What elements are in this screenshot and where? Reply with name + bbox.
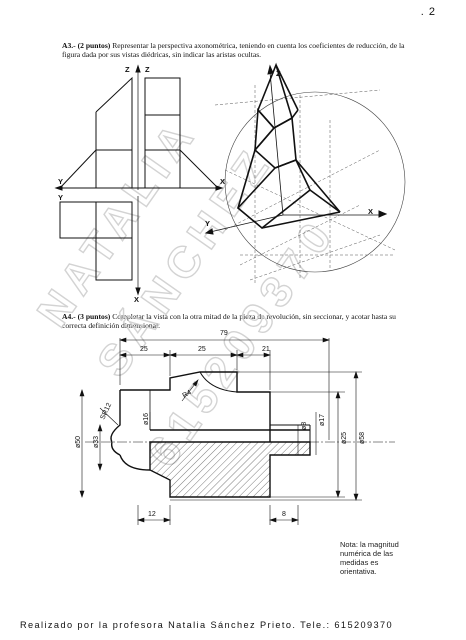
- dim-radius-r4: R4: [182, 389, 193, 400]
- exercise-a3-text: Representar la perspectiva axonométrica,…: [62, 41, 405, 59]
- dim-overall-79: 79: [220, 330, 228, 337]
- dim-sphere-sr12: SR12: [99, 402, 113, 421]
- exercise-a3-statement: A3.- (2 puntos) Representar la perspecti…: [62, 41, 407, 59]
- exercise-a3-heading: A3.- (2 puntos): [62, 41, 111, 50]
- dim-diameter-17: ø17: [319, 414, 326, 426]
- dim-bottom-12: 12: [148, 511, 156, 518]
- exercise-a4-heading: A4.- (3 puntos): [62, 312, 111, 321]
- dim-diameter-25: ø25: [341, 432, 348, 444]
- dim-diameter-58: ø58: [359, 432, 366, 444]
- axis-label-y-axo: Y: [205, 219, 210, 228]
- a4-part-drawing: [79, 337, 395, 525]
- page-footer: Realizado por la profesora Natalia Sánch…: [20, 620, 394, 630]
- a3-axonometric-view: [204, 62, 406, 285]
- a3-orthographic-views: [54, 64, 224, 296]
- axis-label-y-top: Y: [58, 177, 63, 186]
- axis-label-x-side: X: [220, 177, 225, 186]
- dim-bottom-8: 8: [282, 511, 286, 518]
- axis-label-x-axo: X: [368, 207, 373, 216]
- axis-label-y-plan: Y: [58, 193, 63, 202]
- dimension-note: Nota: la magnitud numérica de las medida…: [340, 540, 399, 576]
- dim-diameter-16: ø16: [143, 413, 150, 425]
- dim-seg-mid-25: 25: [198, 346, 206, 353]
- dim-diameter-50: ø50: [75, 436, 82, 448]
- axis-label-z-front: Z: [125, 65, 130, 74]
- page-number: . 2: [420, 6, 436, 18]
- exercise-a4-text: Completar la vista con la otra mitad de …: [62, 312, 396, 330]
- dim-diameter-33: ø33: [93, 436, 100, 448]
- axis-label-x-plan: X: [134, 295, 139, 304]
- dim-seg-right-21: 21: [262, 346, 270, 353]
- dim-seg-left-25: 25: [140, 346, 148, 353]
- axis-label-z-axo: Z: [276, 69, 281, 78]
- axis-label-z-side: Z: [145, 65, 150, 74]
- dim-diameter-8: ø8: [301, 422, 308, 430]
- exercise-a4-statement: A4.- (3 puntos) Completar la vista con l…: [62, 312, 407, 330]
